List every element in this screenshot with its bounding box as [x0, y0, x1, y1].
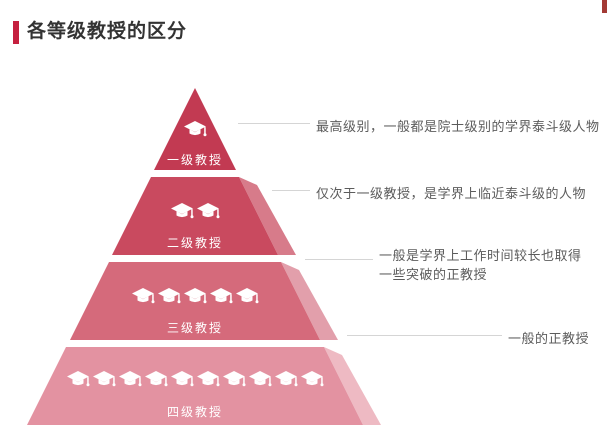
connector-line-1	[238, 123, 310, 124]
tier-2-label: 二级教授	[167, 235, 223, 250]
tier-4-side-face	[324, 347, 381, 425]
connector-line-2	[272, 190, 310, 191]
annotation-tier-1: 最高级别，一般都是院士级别的学界泰斗级人物	[316, 119, 600, 134]
pyramid-chart: 一级教授 二级教授 三级教授 四级教授	[27, 88, 381, 425]
edge-artifact	[602, 0, 607, 13]
tier-3-side-face	[281, 262, 338, 340]
pyramid-tier-4: 四级教授	[27, 347, 381, 425]
pyramid-tier-3: 三级教授	[70, 262, 338, 340]
pyramid-tier-1: 一级教授	[154, 88, 236, 170]
tier-2-front-face	[112, 177, 278, 255]
page-title: 各等级教授的区分	[27, 21, 188, 42]
annotation-tier-2: 仅次于一级教授，是学界上临近泰斗级的人物	[316, 186, 587, 201]
tier-3-label: 三级教授	[167, 320, 223, 335]
tier-4-front-face	[27, 347, 363, 425]
tier-2-side-face	[239, 177, 296, 255]
tier-1-label: 一级教授	[167, 152, 223, 167]
annotation-tier-3: 一般是学界上工作时间较长也取得一些突破的正教授	[379, 248, 582, 282]
connector-line-3	[305, 259, 373, 260]
annotation-tier-4: 一般的正教授	[508, 331, 590, 346]
title-accent-bar	[13, 21, 19, 44]
connector-line-4	[347, 335, 502, 336]
tier-4-label: 四级教授	[167, 404, 223, 419]
pyramid-tier-2: 二级教授	[112, 177, 296, 255]
